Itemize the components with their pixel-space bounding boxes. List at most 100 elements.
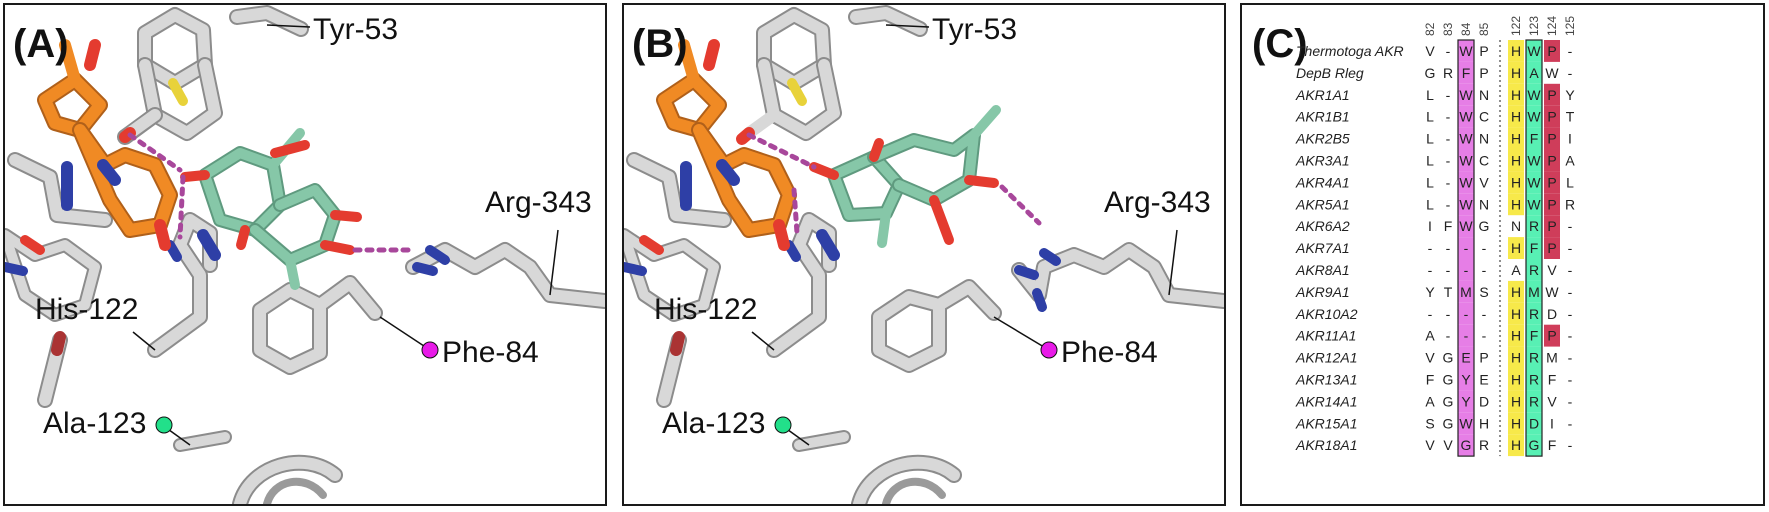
residue-cell: H — [1511, 372, 1521, 388]
label-his-122: His-122 — [654, 293, 757, 326]
residue-cell: L — [1566, 174, 1574, 190]
highlight-cell — [1508, 105, 1524, 128]
panel-a-molecular-render: (A) Tyr-53 Arg-343 His-122 Phe-84 Ala-12… — [5, 5, 605, 504]
panel-b-structure: (B) Tyr-53 Arg-343 His-122 Phe-84 Ala-12… — [622, 3, 1226, 506]
sequence-name: AKR18A1 — [1295, 437, 1357, 453]
residue-cell: H — [1511, 131, 1521, 147]
label-ala-123: Ala-123 — [43, 407, 146, 440]
residue-cell: R — [1529, 372, 1539, 388]
residue-cell: F — [1426, 372, 1435, 388]
highlight-cell — [1458, 302, 1474, 325]
residue-cell: V — [1443, 437, 1453, 453]
residue-cell: Y — [1425, 284, 1435, 300]
residue-cell: - — [1568, 437, 1573, 453]
residue-cell: A — [1511, 262, 1521, 278]
residue-cell: C — [1479, 109, 1489, 125]
residue-cell: - — [1568, 393, 1573, 409]
highlight-cell — [1526, 40, 1542, 62]
highlight-cell — [1508, 390, 1524, 413]
highlight-cell — [1508, 149, 1524, 172]
highlight-cell — [1508, 324, 1524, 347]
residue-cell: W — [1459, 415, 1473, 431]
residue-cell: H — [1511, 87, 1521, 103]
residue-cell: - — [1568, 284, 1573, 300]
residue-cell: H — [1511, 153, 1521, 169]
highlight-cell — [1526, 61, 1542, 84]
label-ala-123: Ala-123 — [662, 407, 765, 440]
highlight-cell — [1508, 127, 1524, 150]
highlight-cell — [1544, 324, 1560, 347]
residue-cell: D — [1479, 393, 1489, 409]
label-arg-343: Arg-343 — [1104, 186, 1211, 219]
highlight-cell — [1458, 390, 1474, 413]
residue-cell: R — [1565, 196, 1575, 212]
residue-cell: - — [1568, 328, 1573, 344]
highlight-cell — [1508, 280, 1524, 303]
residue-cell: - — [1568, 262, 1573, 278]
residue-cell: P — [1547, 196, 1556, 212]
phe-84-marker — [1040, 341, 1058, 359]
highlight-cell — [1508, 237, 1524, 259]
label-tyr-53: Tyr-53 — [932, 13, 1017, 46]
residue-cell: H — [1511, 174, 1521, 190]
residue-cell: V — [1425, 437, 1435, 453]
sequence-name: AKR4A1 — [1295, 174, 1350, 190]
residue-cell: W — [1527, 87, 1541, 103]
highlight-cell — [1508, 434, 1524, 457]
residue-cell: H — [1511, 415, 1521, 431]
residue-cell: G — [1479, 218, 1490, 234]
residue-cell: F — [1530, 328, 1539, 344]
sequence-name: AKR2B5 — [1295, 131, 1350, 147]
residue-cell: - — [1568, 415, 1573, 431]
position-number: 82 — [1423, 22, 1437, 36]
highlight-cell — [1526, 346, 1542, 369]
residue-cell: - — [1482, 240, 1487, 256]
nadp-cofactor — [37, 39, 178, 251]
residue-cell: - — [1464, 240, 1469, 256]
residue-cell: P — [1547, 131, 1556, 147]
residue-cell: N — [1511, 218, 1521, 234]
residue-cell: H — [1511, 240, 1521, 256]
residue-cell: M — [1546, 350, 1558, 366]
residue-cell: Y — [1565, 87, 1575, 103]
highlight-cell — [1458, 324, 1474, 347]
residue-cell: Y — [1461, 372, 1471, 388]
residue-cell: W — [1459, 218, 1473, 234]
residue-cell: I — [1428, 218, 1432, 234]
residue-cell: - — [1568, 218, 1573, 234]
residue-cell: L — [1426, 87, 1434, 103]
highlight-cell — [1544, 40, 1560, 62]
residue-cell: D — [1547, 306, 1557, 322]
residue-cell: - — [1446, 328, 1451, 344]
residue-cell: H — [1479, 415, 1489, 431]
highlight-cell — [1508, 302, 1524, 325]
highlight-cell — [1458, 193, 1474, 216]
sequence-name: AKR1A1 — [1295, 87, 1350, 103]
position-number: 83 — [1441, 22, 1455, 36]
residue-cell: T — [1444, 284, 1453, 300]
residue-cell: L — [1426, 153, 1434, 169]
position-number: 84 — [1459, 22, 1473, 36]
residue-cell: F — [1530, 131, 1539, 147]
sequence-name: DepB Rleg — [1296, 65, 1364, 81]
highlight-cell — [1458, 368, 1474, 391]
residue-cell: - — [1446, 174, 1451, 190]
column-outline — [1525, 39, 1543, 457]
highlight-cell — [1458, 149, 1474, 172]
highlight-cell — [1458, 237, 1474, 259]
phe-84-marker — [421, 341, 439, 359]
residue-cell: P — [1547, 240, 1556, 256]
sequence-name: AKR9A1 — [1295, 284, 1350, 300]
residue-cell: W — [1459, 153, 1473, 169]
residue-cell: I — [1568, 131, 1572, 147]
highlight-cell — [1544, 149, 1560, 172]
residue-cell: W — [1459, 131, 1473, 147]
highlight-cell — [1526, 434, 1542, 457]
panel-b-molecular-render: (B) Tyr-53 Arg-343 His-122 Phe-84 Ala-12… — [624, 5, 1224, 504]
residue-cell: W — [1527, 109, 1541, 125]
residue-cell: W — [1545, 284, 1559, 300]
residue-cell: E — [1479, 372, 1488, 388]
residue-cell: - — [1568, 350, 1573, 366]
position-number: 124 — [1545, 16, 1559, 36]
